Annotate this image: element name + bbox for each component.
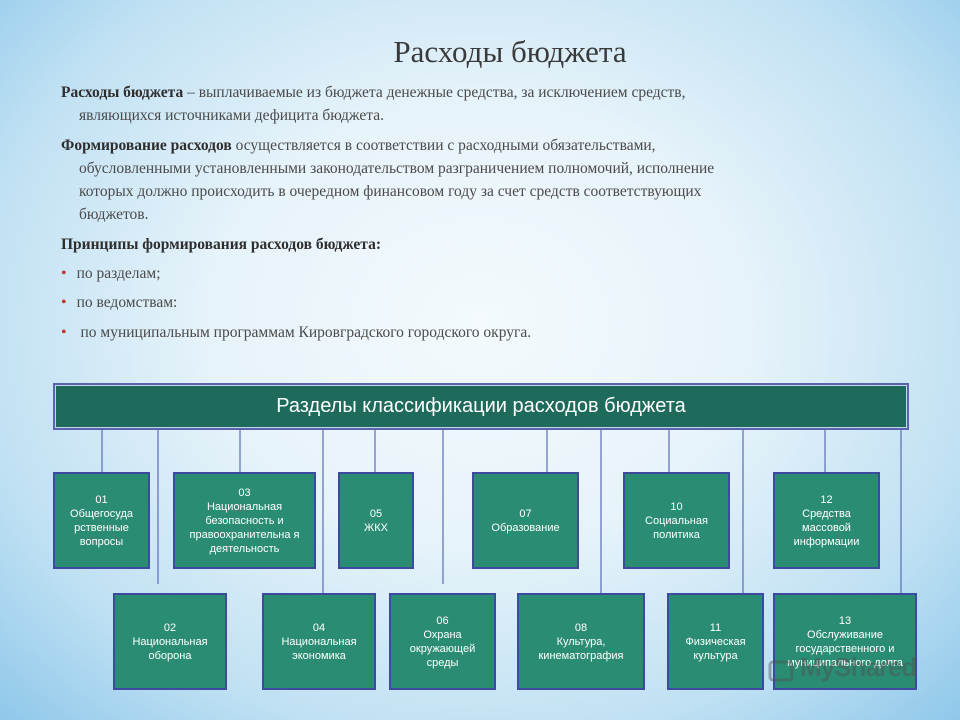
section-label: Культура, кинематография bbox=[538, 635, 624, 662]
section-box-03: 03 Национальная безопасность и правоохра… bbox=[173, 472, 316, 569]
principle-item: • по разделам; bbox=[61, 265, 161, 283]
formation-text-3: которых должно происходить в очередном ф… bbox=[79, 183, 702, 200]
bullet-icon: • bbox=[61, 324, 67, 341]
principle-item: • по муниципальным программам Кировградс… bbox=[61, 324, 531, 342]
formation-term: Формирование расходов bbox=[61, 137, 232, 154]
principle-text: по муниципальным программам Кировградско… bbox=[76, 324, 532, 341]
section-box-06: 06 Охрана окружающей среды bbox=[389, 593, 496, 690]
section-label: Национальная оборона bbox=[132, 635, 208, 662]
classification-banner: Разделы классификации расходов бюджета bbox=[53, 383, 909, 430]
definition-text-1: – выплачиваемые из бюджета денежные сред… bbox=[183, 84, 686, 101]
principles-heading: Принципы формирования расходов бюджета: bbox=[61, 236, 382, 253]
principle-item: • по ведомствам: bbox=[61, 294, 177, 312]
watermark: MyShared bbox=[800, 652, 917, 682]
section-box-05: 05 ЖКХ bbox=[338, 472, 414, 569]
formation-text-4: бюджетов. bbox=[79, 206, 149, 223]
section-code: 03 bbox=[238, 486, 251, 499]
section-label: Социальная политика bbox=[645, 514, 708, 541]
formation-text-2: обусловленными установленными законодате… bbox=[79, 160, 715, 177]
section-code: 13 bbox=[838, 614, 852, 627]
principle-text: по ведомствам: bbox=[76, 294, 178, 311]
section-label: ЖКХ bbox=[364, 521, 388, 534]
section-label: Образование bbox=[491, 521, 560, 534]
page-title: Расходы бюджета bbox=[393, 34, 627, 69]
section-label: Национальная экономика bbox=[281, 635, 357, 662]
watermark-logo-icon bbox=[768, 660, 794, 682]
section-label: Общегосуда рственные вопросы bbox=[70, 507, 133, 548]
section-code: 04 bbox=[312, 621, 326, 634]
section-label: Физическая культура bbox=[685, 635, 746, 662]
section-box-02: 02 Национальная оборона bbox=[113, 593, 227, 690]
section-code: 07 bbox=[519, 507, 532, 520]
bullet-icon: • bbox=[61, 294, 67, 311]
section-box-01: 01 Общегосуда рственные вопросы bbox=[53, 472, 150, 569]
definition-term: Расходы бюджета bbox=[61, 84, 184, 101]
section-code: 01 bbox=[95, 493, 108, 506]
definition-paragraph: Расходы бюджета – выплачиваемые из бюдже… bbox=[61, 81, 899, 127]
section-code: 08 bbox=[574, 621, 588, 634]
section-label: Охрана окружающей среды bbox=[409, 628, 476, 669]
bullet-icon: • bbox=[61, 265, 67, 282]
section-code: 11 bbox=[709, 621, 722, 634]
formation-text-1: осуществляется в соответствии с расходны… bbox=[231, 137, 656, 154]
section-code: 05 bbox=[369, 507, 383, 520]
formation-paragraph: Формирование расходов осуществляется в с… bbox=[61, 134, 899, 226]
section-box-10: 10 Социальная политика bbox=[623, 472, 730, 569]
section-box-12: 12 Средства массовой информации bbox=[773, 472, 880, 569]
section-label: Средства массовой информации bbox=[793, 507, 860, 548]
section-box-04: 04 Национальная экономика bbox=[262, 593, 376, 690]
section-code: 06 bbox=[436, 614, 449, 627]
section-box-13: 13 Обслуживание государственного и муниц… bbox=[773, 593, 917, 690]
section-code: 02 bbox=[163, 621, 177, 634]
section-label: Обслуживание государственного и муниципа… bbox=[787, 628, 903, 669]
section-code: 12 bbox=[820, 493, 833, 506]
principle-text: по разделам; bbox=[76, 265, 161, 282]
section-box-11: 11 Физическая культура bbox=[667, 593, 764, 690]
definition-text-2: являющихся источниками дефицита бюджета. bbox=[79, 107, 385, 124]
section-label: Национальная безопасность и правоохранит… bbox=[189, 500, 300, 555]
section-box-07: 07 Образование bbox=[472, 472, 579, 569]
section-code: 10 bbox=[670, 500, 683, 513]
section-box-08: 08 Культура, кинематография bbox=[517, 593, 645, 690]
